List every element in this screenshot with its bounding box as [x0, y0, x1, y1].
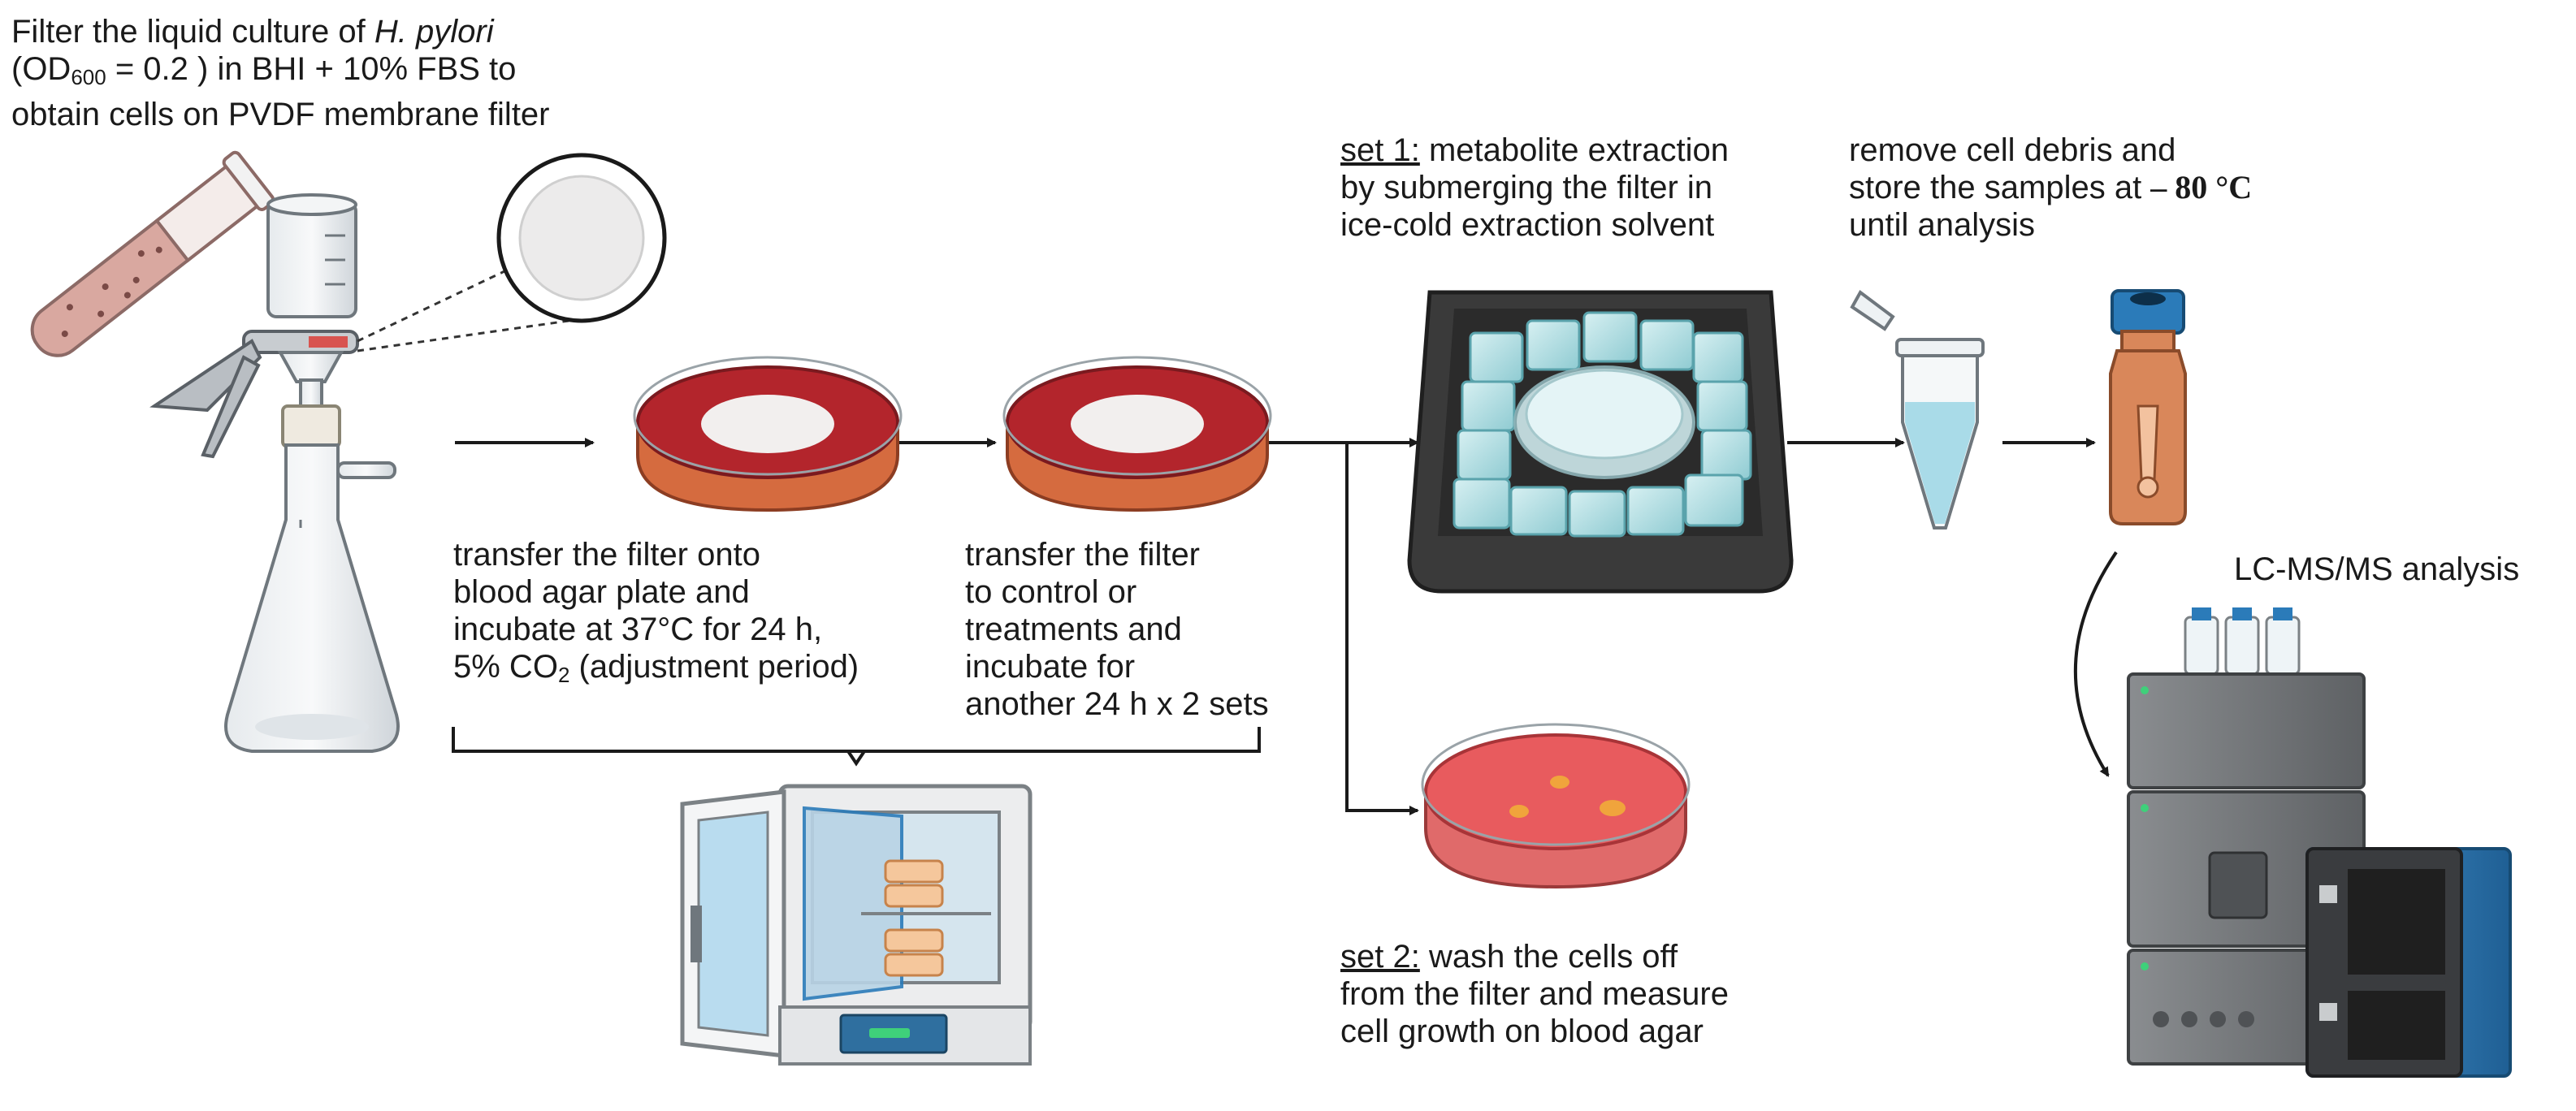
growth-agar-plate-icon — [1421, 723, 1691, 889]
lcms-analysis-label: LC-MS/MS analysis — [2234, 551, 2520, 587]
arrow-to-lcms — [2074, 551, 2118, 777]
step2-transfer-label: transfer the filter onto blood agar plat… — [453, 537, 859, 687]
ice-tray-icon — [1407, 290, 1794, 594]
set1-tag: set 1: — [1340, 132, 1420, 168]
hplc-vial-icon — [2109, 289, 2187, 525]
step1-filter-label: Filter the liquid culture of H. pylori (… — [11, 14, 550, 132]
pvdf-membrane-zoom-icon — [357, 153, 667, 352]
step3-treatment-label: transfer the filter to control or treatm… — [965, 537, 1269, 722]
branch-arrows — [1269, 438, 1419, 815]
treatment-plate-icon — [1002, 356, 1272, 512]
incubator-icon — [680, 784, 1033, 1066]
set2-tag: set 2: — [1340, 939, 1420, 975]
set2-growth-label: set 2: wash the cells off from the filte… — [1340, 939, 1729, 1049]
storage-label: remove cell debris and store the samples… — [1849, 132, 2253, 243]
blood-agar-plate-1-icon — [633, 356, 903, 512]
culture-tube-icon — [30, 150, 275, 357]
filtration-flask-icon — [149, 193, 400, 753]
set1-extraction-label: set 1: metabolite extraction by submergi… — [1340, 132, 1730, 243]
lc-ms-instrument-icon — [2127, 607, 2512, 1078]
microcentrifuge-tube-icon — [1850, 290, 1985, 530]
incubation-bracket — [452, 727, 1261, 767]
